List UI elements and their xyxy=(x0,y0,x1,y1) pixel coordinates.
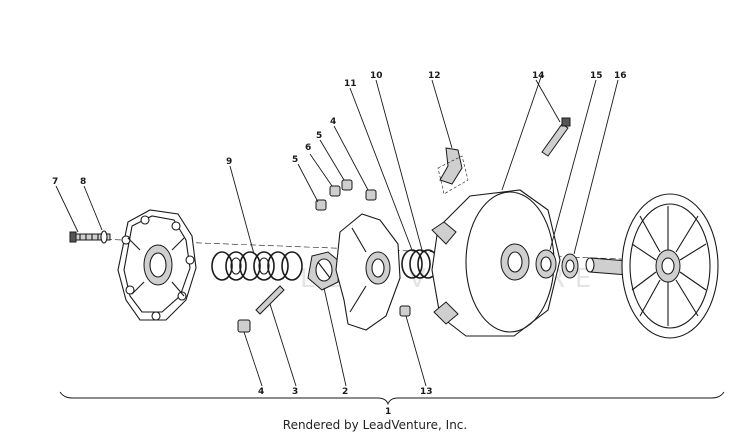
roller-part-4-lower xyxy=(237,319,251,333)
nut-part-5b xyxy=(341,179,353,191)
bolt-part-14 xyxy=(541,117,571,157)
spring-part-9 xyxy=(211,251,303,281)
nut-part-6 xyxy=(329,185,341,197)
callout-16: 16 xyxy=(614,71,627,81)
callout-14: 14 xyxy=(532,71,545,81)
callout-3: 3 xyxy=(292,387,298,397)
callout-labels: 7 8 9 5 6 5 4 11 10 12 14 15 16 4 3 2 13… xyxy=(52,71,627,417)
fixed-sheave-with-shaft xyxy=(585,193,719,339)
callout-2: 2 xyxy=(342,387,348,397)
assembly-bracket xyxy=(59,391,725,406)
callout-11: 11 xyxy=(344,79,357,89)
spider-part-2 xyxy=(307,251,341,291)
callout-6: 6 xyxy=(305,143,311,153)
callout-5-right: 5 xyxy=(316,131,322,141)
washer-part-16 xyxy=(561,253,579,279)
bushing-part-15 xyxy=(535,249,557,279)
callout-1: 1 xyxy=(385,407,391,417)
callout-15: 15 xyxy=(590,71,603,81)
roller-part-4-upper xyxy=(365,189,377,201)
clip-part-12 xyxy=(437,147,469,195)
pin-part-3 xyxy=(255,285,285,315)
render-caption: Rendered by LeadVenture, Inc. xyxy=(282,418,468,432)
callout-5-left: 5 xyxy=(292,155,298,165)
spider-arm-assembly xyxy=(335,213,401,331)
callout-4-lower: 4 xyxy=(258,387,264,397)
cover-plate-left xyxy=(117,209,197,321)
nut-part-13 xyxy=(399,305,411,317)
callout-10: 10 xyxy=(370,71,383,81)
washer-part-8 xyxy=(100,230,108,244)
callout-12: 12 xyxy=(428,71,441,81)
bolt-part-7 xyxy=(69,231,111,243)
callout-4-upper: 4 xyxy=(330,117,336,127)
nut-part-5a xyxy=(315,199,327,211)
callout-13: 13 xyxy=(420,387,433,397)
callout-8: 8 xyxy=(80,177,86,187)
callout-7: 7 xyxy=(52,177,58,187)
movable-sheave xyxy=(431,189,561,337)
leader-lines xyxy=(55,73,619,387)
callout-9: 9 xyxy=(226,157,232,167)
